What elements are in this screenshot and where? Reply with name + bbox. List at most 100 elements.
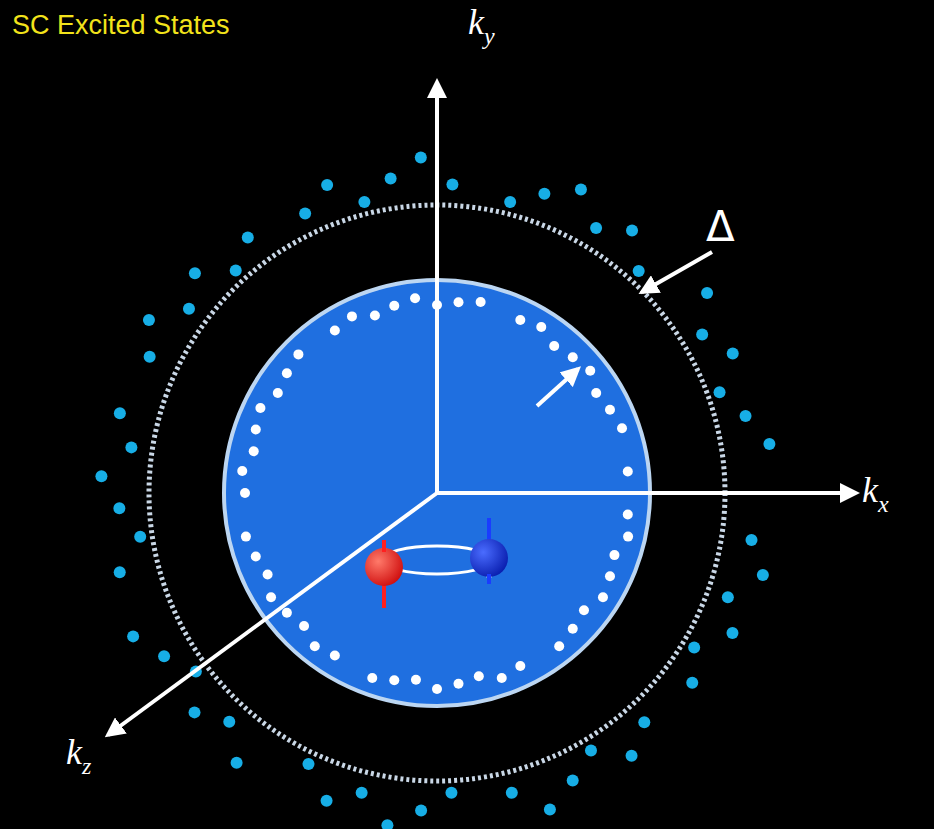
hole-dot [251,551,261,561]
excited-dot [701,287,713,299]
excited-dot [740,410,752,422]
hole-dot [568,352,578,362]
excited-dot [189,706,201,718]
excitation-arrow [537,369,578,406]
excited-dot [381,819,393,829]
excited-dot [415,151,427,163]
excited-dot [585,744,597,756]
hole-dot [263,570,273,580]
spin-down-electron [470,539,508,577]
hole-dot [266,592,276,602]
excited-dot [223,716,235,728]
excited-dot [445,787,457,799]
hole-dot [515,661,525,671]
excited-dot [230,265,242,277]
excited-dot [358,196,370,208]
excited-dot [95,470,107,482]
hole-dot [330,651,340,661]
excited-dot [506,787,518,799]
gap-symbol: Δ [706,206,735,248]
hole-dot [330,325,340,335]
hole-dot [515,315,525,325]
hole-dot [299,621,309,631]
excited-dot [538,188,550,200]
excited-dot [590,222,602,234]
ky-axis [435,82,439,493]
excited-dot [356,787,368,799]
excited-dot [727,347,739,359]
excited-dot [183,303,195,315]
hole-dot [347,311,357,321]
excited-dot [143,314,155,326]
excited-dot [626,225,638,237]
hole-dot [609,550,619,560]
hole-dot [591,388,601,398]
hole-dot [282,608,292,618]
excited-dot [757,569,769,581]
hole-dot [282,368,292,378]
hole-dot [598,592,608,602]
hole-dot [497,673,507,683]
hole-dot [605,571,615,581]
hole-dot [411,675,421,685]
kx-axis [437,491,856,495]
hole-dot [389,675,399,685]
excited-dot [231,757,243,769]
excited-dot [633,265,645,277]
axis-label: kz [66,734,91,770]
hole-dot [549,341,559,351]
hole-dot [389,301,399,311]
spin-up-electron [365,548,403,586]
excited-dot [726,627,738,639]
excited-dot [688,641,700,653]
hole-dot [623,467,633,477]
excited-dot [321,179,333,191]
hole-dot [554,641,564,651]
gap-arrow [642,252,712,292]
title: SC Excited States [12,12,230,39]
hole-dot [605,405,615,415]
hole-dot [410,293,420,303]
excited-dot [134,531,146,543]
excited-dot [113,502,125,514]
excited-dot [385,172,397,184]
excited-dot [746,534,758,546]
hole-dot [453,297,463,307]
excited-dot [321,795,333,807]
hole-dot [474,671,484,681]
hole-dot [536,322,546,332]
hole-dot [367,673,377,683]
hole-dot [251,425,261,435]
excited-dot [722,591,734,603]
excited-dot [114,566,126,578]
spin-down-arrow-tail [487,574,491,584]
excited-dot [567,775,579,787]
excited-dot [144,351,156,363]
hole-dot [585,366,595,376]
axis-label: ky [468,4,495,40]
kz-axis [108,493,437,735]
hole-dot [476,297,486,307]
excited-dot [158,650,170,662]
hole-dot [623,532,633,542]
excited-dot [544,803,556,815]
hole-dot [310,641,320,651]
hole-dot [568,624,578,634]
excited-dot [242,231,254,243]
excited-dot [125,441,137,453]
excited-dot [686,677,698,689]
excited-dot [763,438,775,450]
excited-dot [446,178,458,190]
axis-label: kx [862,472,889,508]
excited-dot [504,196,516,208]
excited-dot [299,208,311,220]
excited-dot [114,407,126,419]
hole-dot [370,311,380,321]
hole-dot [432,684,442,694]
excited-dot [626,750,638,762]
hole-dot [579,605,589,615]
excited-dot [302,758,314,770]
excited-dot [575,183,587,195]
